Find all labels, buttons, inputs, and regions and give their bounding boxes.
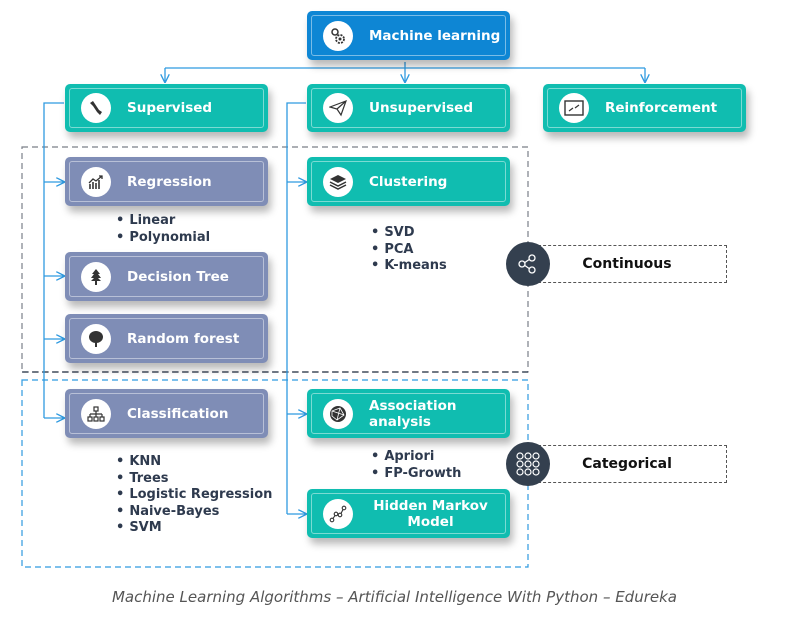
clustering-label: Clustering [369,173,448,190]
categorical-tag: Categorical [528,445,727,483]
decision-tree-node: Decision Tree [65,252,268,301]
reinforcement-label: Reinforcement [605,100,718,116]
tree-icon [81,323,111,354]
association-list: Apriori FP-Growth [371,449,461,482]
reinforcement-node: Reinforcement [543,84,746,132]
continuous-label: Continuous [582,256,672,272]
random-forest-node: Random forest [65,314,268,363]
random-forest-label: Random forest [127,330,240,347]
continuous-tag: Continuous [528,245,727,283]
categorical-label: Categorical [582,456,672,472]
hidden-markov-model-node: Hidden Markov Model [307,489,510,538]
node-path-icon [323,498,353,529]
list-item: Polynomial [116,230,210,247]
share-nodes-icon [506,242,550,286]
clustering-list: SVD PCA K-means [371,225,447,275]
pine-tree-icon [81,261,111,292]
association-analysis-node: Association analysis [307,389,510,438]
wrench-icon [81,93,111,123]
classification-node: Classification [65,389,268,438]
list-item: FP-Growth [371,466,461,483]
layers-icon [323,166,353,197]
regression-node: Regression [65,157,268,206]
list-item: Apriori [371,449,461,466]
list-item: K-means [371,258,446,275]
unsupervised-node: Unsupervised [307,84,510,132]
association-analysis-label: Association analysis [369,397,457,430]
list-item: Linear [116,213,210,230]
list-item: Logistic Regression [116,487,272,504]
classification-list: KNN Trees Logistic Regression Naive-Baye… [116,454,272,537]
decision-tree-label: Decision Tree [127,268,229,285]
figure-caption: Machine Learning Algorithms – Artificial… [111,588,677,606]
clustering-node: Clustering [307,157,510,206]
machine-learning-node: Machine learning [307,11,510,60]
list-item: Naive-Bayes [116,504,272,521]
list-item: PCA [371,242,447,259]
list-item: Trees [116,471,272,488]
hierarchy-icon [81,398,111,429]
supervised-label: Supervised [127,100,213,116]
hidden-markov-model-label: Hidden Markov Model [373,497,488,530]
categorical-group-box [21,379,529,568]
dot-grid-icon [506,442,550,486]
resize-arrows-icon [559,93,589,123]
regression-label: Regression [127,173,212,190]
gears-icon [323,20,353,51]
regression-list: Linear Polynomial [116,213,210,246]
list-item: SVM [116,520,272,537]
unsupervised-label: Unsupervised [369,100,473,116]
machine-learning-label: Machine learning [369,27,501,44]
classification-label: Classification [127,405,229,422]
list-item: SVD [371,225,447,242]
growth-chart-icon [81,166,111,197]
supervised-node: Supervised [65,84,268,132]
paper-plane-icon [323,93,353,123]
network-globe-icon [323,398,353,429]
list-item: KNN [116,454,272,471]
